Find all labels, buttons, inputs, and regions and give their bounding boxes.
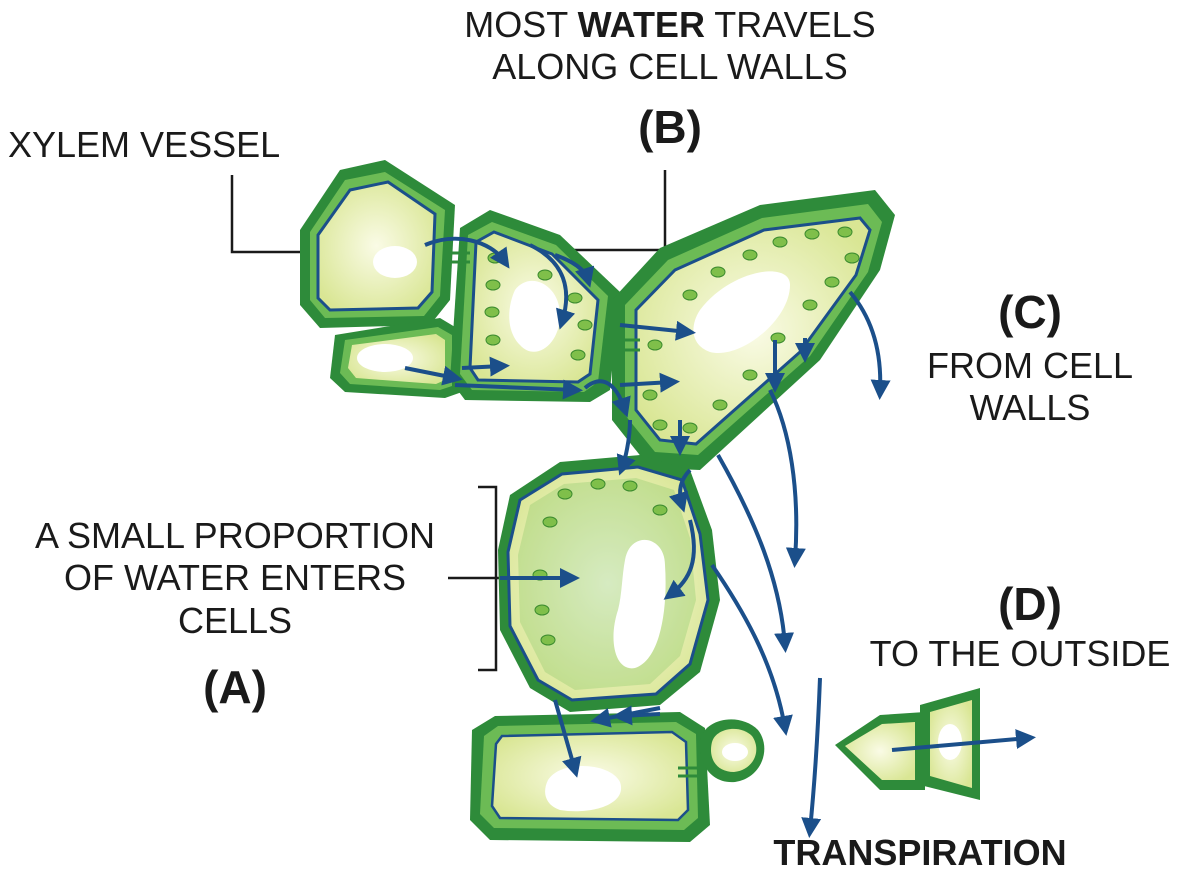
arrow-wall-junction [583,379,631,418]
label-transpiration: TRANSPIRATION [773,832,1067,873]
arrow-c-outside [848,290,891,400]
label-xylem-vessel: XYLEM VESSEL [8,124,281,165]
arrow-into-cell2 [529,243,576,330]
label-d-text: TO THE OUTSIDE [869,633,1171,674]
label-c-line1: FROM CELL [926,345,1134,386]
label-a-text: A SMALL PROPORTION OF WATER ENTERS CELLS [0,515,470,642]
mesophyll-cell-4 [498,455,720,712]
label-b-line2: ALONG CELL WALLS [492,46,848,88]
arrow-into-cell4 [668,468,692,513]
xylem-pointer-line [230,175,300,254]
label-b-heading: MOST WATER TRAVELS ALONG CELL WALLS [410,4,930,89]
mesophyll-cell-3 [612,190,895,470]
label-b-line1-bold: WATER [577,4,705,45]
label-b-tag: (B) [638,101,702,153]
arrow-wall-long-3 [710,563,793,736]
b-pointer-line [565,170,667,252]
mesophyll-cell-bottom [470,712,710,842]
xylem-cell-large [300,160,455,328]
arrow-small-cell [404,365,463,386]
arrow-into-cell3 [619,320,696,341]
small-round-cell [699,719,765,783]
mesophyll-cell-2 [450,210,620,402]
plasmodesmata [450,251,700,778]
arrow-wall-long-1 [768,389,806,568]
label-c-tag: (C) [998,286,1062,338]
label-c-text: FROM CELL WALLS [895,345,1165,430]
xylem-cell-small [330,318,462,398]
arrow-wall-long-2 [716,454,795,653]
label-a-tag: (A) [203,661,267,713]
water-flow-arrows [404,236,1036,838]
arrow-into-cell2-low [461,356,510,377]
arrow-wall-top [424,236,510,269]
arrow-transpiration [801,677,822,838]
arrow-wall-bottom [454,379,583,400]
arrow-to-outside [891,729,1036,752]
arrow-wall-down [554,253,595,288]
arrow-down-wall [616,419,636,476]
label-d-tag: (D) [998,578,1062,630]
label-b-line1-pre: MOST [464,4,578,45]
label-c-line2: WALLS [969,387,1091,429]
label-a-line2: OF WATER ENTERS [64,557,406,599]
arrow-cell4-inner [663,519,696,600]
arrow-wall-bottom-mid [612,705,661,726]
label-a-line3: CELLS [177,599,293,641]
label-a-line1: A SMALL PROPORTION [34,515,436,556]
arrow-into-cell3-low [619,372,680,393]
arrow-to-bottom-cell [553,699,582,778]
label-b-line1-post: TRAVELS [704,4,876,45]
pointer-lines [230,170,667,672]
